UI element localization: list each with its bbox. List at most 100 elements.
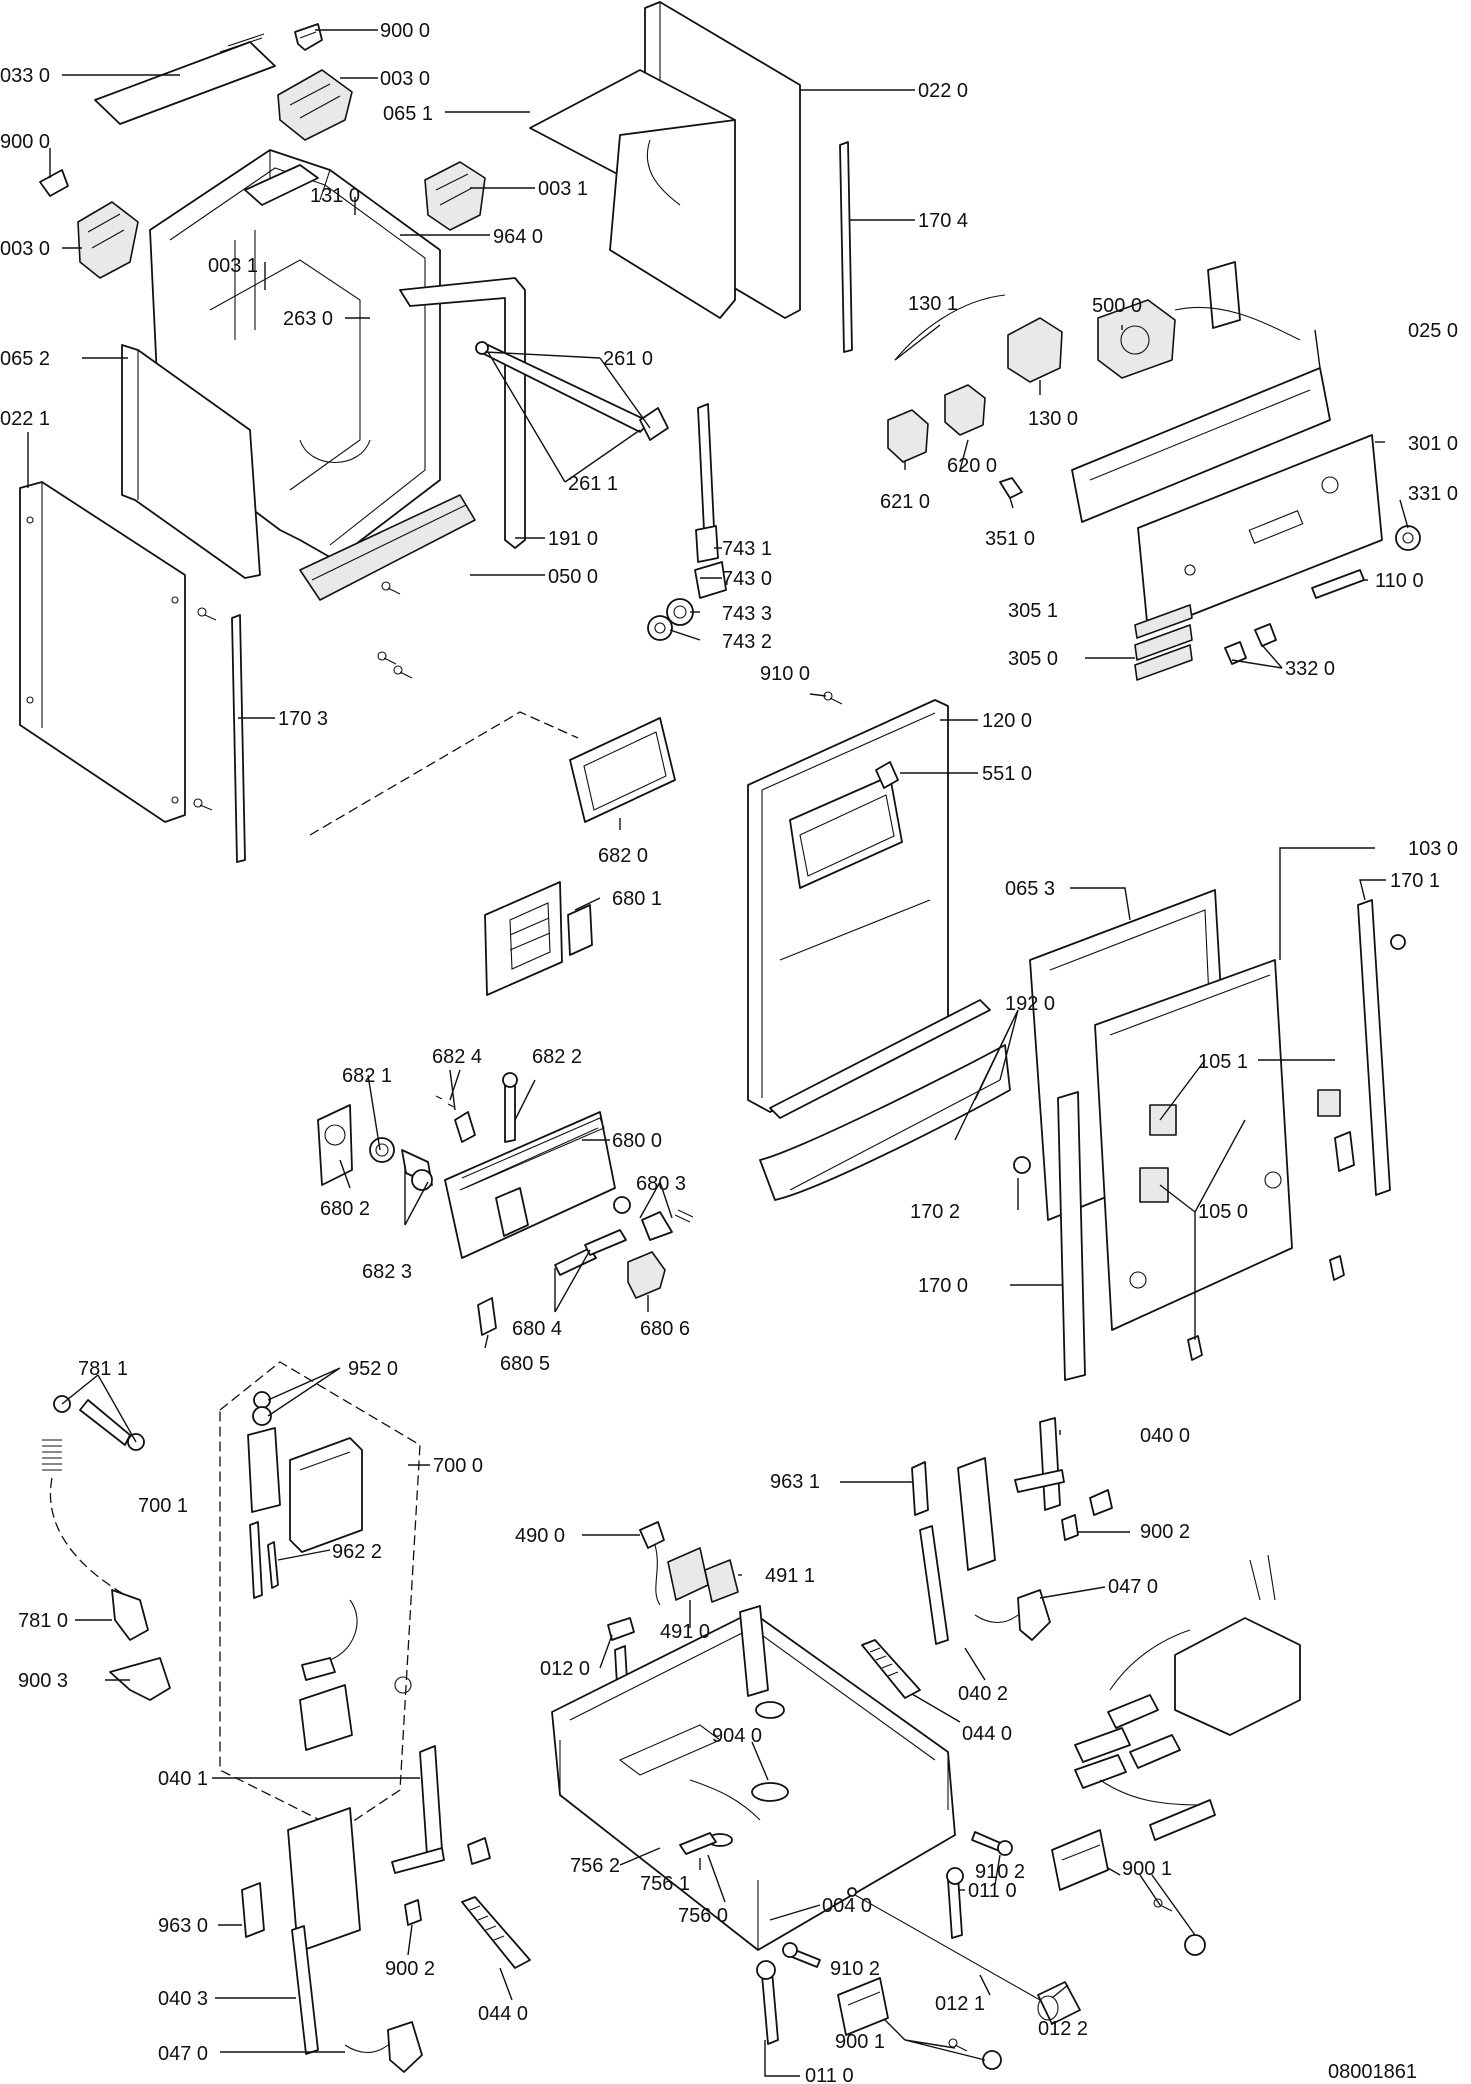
screw-cap-900-1-bottom: [948, 2038, 1002, 2070]
wire-harness: [1074, 1554, 1301, 1841]
dispenser-seal-682-0: [569, 717, 676, 823]
label-003-1-mid: 003 1: [208, 255, 258, 277]
label-103-0: 103 0: [1408, 838, 1458, 860]
label-900-0-top: 900 0: [380, 20, 430, 42]
label-331-0: 331 0: [1408, 483, 1458, 505]
label-065-2: 065 2: [0, 348, 50, 370]
screw-cap-900-1: [1153, 1898, 1206, 1956]
label-025-0: 025 0: [1408, 320, 1458, 342]
label-065-1: 065 1: [383, 103, 433, 125]
pump-491: [667, 1547, 739, 1603]
bracket-040-0: [1014, 1417, 1065, 1511]
label-012-0: 012 0: [540, 1658, 590, 1680]
label-120-0: 120 0: [982, 710, 1032, 732]
label-004-0: 004 0: [822, 1895, 872, 1917]
control-panel-025-0: [1071, 367, 1331, 523]
hinge-block-003-0-left: [77, 201, 139, 279]
dispenser-tab-680-5: [477, 1297, 497, 1336]
dispenser-block-680-6: [627, 1251, 666, 1299]
label-050-0: 050 0: [548, 566, 598, 588]
label-743-2: 743 2: [722, 631, 772, 653]
label-261-1: 261 1: [568, 473, 618, 495]
label-500-0: 500 0: [1092, 295, 1142, 317]
screws-tub: [197, 581, 413, 679]
heater-044-0-left: [461, 1896, 531, 1969]
label-130-0: 130 0: [1028, 408, 1078, 430]
drawing-number: 08001861: [1328, 2061, 1417, 2083]
switch-620-0: [944, 384, 986, 436]
label-305-1: 305 1: [1008, 600, 1058, 622]
foot-011-0-right: [946, 1867, 964, 1939]
label-040-0: 040 0: [1140, 1425, 1190, 1447]
label-680-5: 680 5: [500, 1353, 550, 1375]
buttons-332-0: [1224, 623, 1277, 665]
label-170-1: 170 1: [1390, 870, 1440, 892]
label-964-0: 964 0: [493, 226, 543, 248]
label-963-1: 963 1: [770, 1471, 820, 1493]
buttons-305: [1134, 604, 1193, 681]
pump-490-0: [639, 1521, 665, 1606]
base-tray-004-0: [551, 1605, 956, 1951]
label-012-2: 012 2: [1038, 2018, 1088, 2040]
bracket-900-0-top: [294, 23, 323, 51]
bracket-963-1: [911, 1461, 929, 1516]
fascia-301-0: [1137, 434, 1383, 633]
spray-nozzle-743: [647, 403, 727, 641]
leader-lines: [27, 29, 1409, 2077]
clip-900-3: [109, 1657, 171, 1701]
label-621-0: 621 0: [880, 491, 930, 513]
clip-900-2-left: [404, 1837, 491, 1926]
label-047-0-left: 047 0: [158, 2043, 208, 2065]
label-044-0-right: 044 0: [962, 1723, 1012, 1745]
label-170-4: 170 4: [918, 210, 968, 232]
outer-door-103-0: [1094, 959, 1341, 1331]
bracket-040-3: [287, 1807, 361, 2055]
label-491-1: 491 1: [765, 1565, 815, 1587]
top-insulation-065-1: [529, 69, 736, 319]
filter-ledge-050-0: [299, 494, 476, 601]
label-105-0: 105 0: [1198, 1201, 1248, 1223]
dashed-leader-682-0: [309, 711, 579, 836]
label-962-2: 962 2: [332, 1541, 382, 1563]
label-910-0: 910 0: [760, 663, 810, 685]
label-680-6: 680 6: [640, 1318, 690, 1340]
hinge-block-003-0-top: [277, 69, 353, 141]
seal-strip-170-3: [231, 614, 246, 863]
label-756-0: 756 0: [678, 1905, 728, 1927]
label-910-2-right: 910 2: [975, 1861, 1025, 1883]
label-900-0-left: 900 0: [0, 131, 50, 153]
label-192-0: 192 0: [1005, 993, 1055, 1015]
label-105-1: 105 1: [1198, 1051, 1248, 1073]
label-351-0: 351 0: [985, 528, 1035, 550]
softener-unit-700: [247, 1391, 412, 1751]
lamp-351-0: [999, 477, 1023, 499]
label-065-3: 065 3: [1005, 878, 1055, 900]
door-trim-170-0: [1013, 1091, 1086, 1381]
bracket-900-0-left: [39, 169, 69, 197]
dispenser-springs-680-3: [613, 1196, 694, 1241]
bracket-900-1-bottom: [837, 1977, 889, 2036]
label-170-3: 170 3: [278, 708, 328, 730]
label-040-2: 040 2: [958, 1683, 1008, 1705]
label-022-0: 022 0: [918, 80, 968, 102]
timer-500-0: [1097, 261, 1301, 379]
label-900-2-right: 900 2: [1140, 1521, 1190, 1543]
door-hinge-brackets-105: [1187, 1131, 1355, 1361]
label-620-0: 620 0: [947, 455, 997, 477]
label-781-0: 781 0: [18, 1610, 68, 1632]
label-131-0: 131 0: [310, 185, 360, 207]
label-011-0-bottom: 011 0: [805, 2065, 854, 2084]
hose-781-0: [111, 1589, 149, 1641]
label-003-1-top: 003 1: [538, 178, 588, 200]
foot-011-0-bottom: [756, 1960, 779, 2045]
switch-130-0: [1007, 317, 1063, 383]
softener-frame-700-0: [219, 1361, 421, 1831]
label-263-0: 263 0: [283, 308, 333, 330]
sensor-047-0-left: [344, 2021, 423, 2073]
label-963-0: 963 0: [158, 1915, 208, 1937]
label-680-2: 680 2: [320, 1198, 370, 1220]
label-305-0: 305 0: [1008, 648, 1058, 670]
label-130-1: 130 1: [908, 293, 958, 315]
label-952-0: 952 0: [348, 1358, 398, 1380]
label-682-4: 682 4: [432, 1046, 482, 1068]
